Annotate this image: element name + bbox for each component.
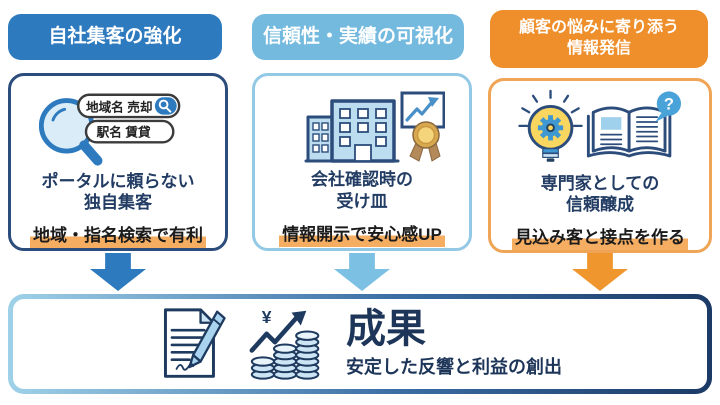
down-arrow-icon — [90, 253, 146, 291]
coin-stacks-icon — [250, 330, 320, 380]
card-highlight: 情報開示で安心感UP — [279, 219, 445, 247]
search-portal-icon: 地域名 売却 駅名 賃貸 — [38, 93, 181, 166]
card-title-line: 会社確認時の — [311, 170, 413, 189]
search-bar-2-text: 駅名 賃貸 — [96, 124, 151, 139]
card-trust-visibility: 会社確認時の 受け皿 情報開示で安心感UP — [252, 73, 472, 251]
card-title-line: 専門家としての — [540, 173, 660, 193]
down-arrow-icon — [334, 253, 390, 291]
question-bubble-icon — [656, 91, 681, 116]
rays-icon — [517, 89, 583, 128]
search-bar-1 — [77, 93, 181, 119]
card-highlight: 地域・指名検索で有利 — [30, 221, 206, 248]
result-text: 成果 安定した反響と利益の創出 — [346, 309, 562, 379]
card-title-line: 受け皿 — [336, 191, 388, 211]
header-visualize-trust: 信頼性・実績の可視化 — [252, 14, 464, 60]
down-arrow-icon — [572, 253, 628, 291]
header-customer-focused-info: 顧客の悩みに寄り添う 情報発信 — [490, 10, 708, 68]
contract-pen-icon — [163, 308, 226, 378]
header-label-line1: 顧客の悩みに寄り添う — [518, 19, 679, 37]
yen-symbol: ¥ — [262, 308, 272, 327]
search-bar-1-text: 地域名 売却 — [86, 99, 153, 114]
result-box: ¥ 成果 安定した反響と利益の創出 — [8, 294, 712, 394]
card-highlight: 見込み客と接点を作る — [512, 223, 688, 250]
card-title-line: 信頼醸成 — [566, 195, 634, 215]
card-title: ポータルに頼らない 独自集客 — [42, 171, 195, 215]
idea-knowledge-icon: ? — [517, 89, 681, 162]
search-bar-2 — [84, 119, 175, 144]
card-title-line: 独自集客 — [84, 193, 152, 213]
card-title-line: ポータルに頼らない — [41, 171, 195, 191]
header-label: 信頼性・実績の可視化 — [262, 25, 453, 47]
header-strengthen-own-acquisition: 自社集客の強化 — [8, 14, 222, 60]
card-expert-trust: ? 専門家としての 信頼醸成 見込み客と接点を作る — [488, 78, 712, 253]
card-title: 専門家としての 信頼醸成 — [541, 173, 660, 217]
company-proof-icon — [304, 91, 445, 163]
header-label: 自社集客の強化 — [48, 25, 182, 47]
question-mark: ? — [663, 95, 673, 113]
result-subtitle: 安定した反響と利益の創出 — [346, 357, 562, 377]
card-title: 会社確認時の 受け皿 — [311, 169, 413, 213]
result-title: 成果 — [346, 307, 426, 351]
header-label-line2: 情報発信 — [566, 40, 631, 57]
bulb-base-icon — [541, 148, 559, 154]
growth-arrow-icon — [249, 315, 299, 353]
card-own-acquisition: 地域名 売却 駅名 賃貸 ポータルに頼らない 独自集客 地域・指名検索で有利 — [8, 73, 228, 251]
result-box-inner: ¥ 成果 安定した反響と利益の創出 — [13, 299, 707, 389]
profit-coins-icon: ¥ — [249, 308, 320, 380]
door-icon — [353, 144, 372, 162]
search-button-icon — [154, 97, 177, 115]
